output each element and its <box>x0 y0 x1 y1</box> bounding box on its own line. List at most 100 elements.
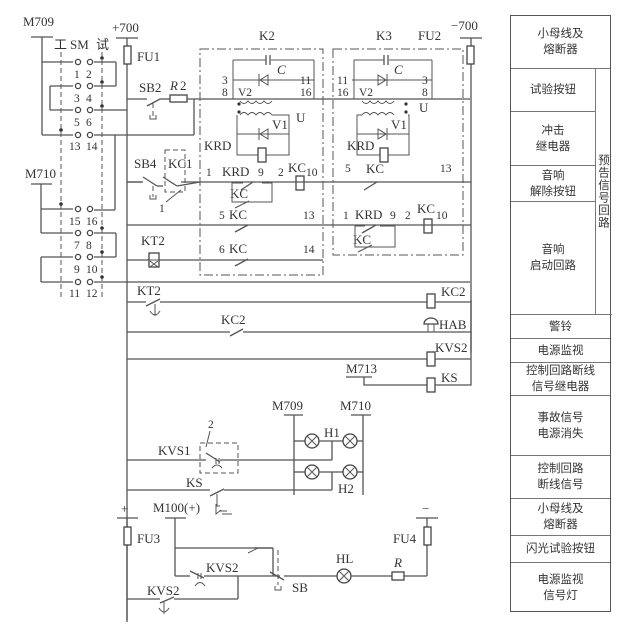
h1-label: H1 <box>324 425 340 440</box>
hl-label: HL <box>336 551 353 566</box>
k2-pin8: 8 <box>222 87 228 99</box>
k2-v1-label: V1 <box>272 117 288 132</box>
k2-r2-p5: 5 <box>219 210 225 222</box>
fuse-fu1: FU1 <box>123 45 160 65</box>
legend-row-power-monitor-lamp: 电源监视 信号灯 <box>537 572 584 602</box>
k3-label: K3 <box>376 28 392 43</box>
ks-contact-label: KS <box>186 475 203 490</box>
sm-terminal <box>74 82 82 90</box>
sm-pos-test: 试 <box>96 37 109 52</box>
k2-r3-p14: 14 <box>303 244 315 256</box>
legend-row-fault-power-loss: 事故信号 电源消失 <box>511 396 610 456</box>
sm-contact-label: 11 <box>69 288 80 300</box>
kvs2-a-label: KVS2 <box>206 560 239 575</box>
bus-label-plus700: +700 <box>112 20 139 35</box>
impulse-relay-k2: K2 C 3 8 V2 11 16 U V1 KRD 1 KRD 9 2 KC … <box>199 28 324 276</box>
fu1-label: FU1 <box>137 49 160 64</box>
k3-pin16: 16 <box>337 87 349 99</box>
sm-terminal <box>86 253 94 261</box>
k2-r3-p6: 6 <box>219 244 225 256</box>
bus-label-minus: − <box>422 501 429 516</box>
bus-label-m709: M709 <box>23 14 54 29</box>
sm-terminal <box>74 106 82 114</box>
sm-contact-label: 14 <box>86 141 98 153</box>
k2-r1-krd: KRD <box>222 164 249 179</box>
k2-r1-kc: KC <box>288 160 306 175</box>
sm-terminal <box>86 58 94 66</box>
k3-u-label: U <box>419 100 429 115</box>
bus-label-plus: + <box>121 501 128 516</box>
sm-contact-label: 8 <box>86 240 92 252</box>
control-circuit-break-signal: M709 M710 H1 H2 KVS1 2 KS <box>127 398 371 512</box>
sm-terminal <box>74 229 82 237</box>
sb4-label: SB4 <box>134 156 157 171</box>
bus-label-m710: M710 <box>25 166 56 181</box>
k3-r2-kc: KC <box>417 201 435 216</box>
k2-r1-kc-sub: KC <box>230 186 248 201</box>
sm-terminal <box>86 205 94 213</box>
sm-terminal <box>86 229 94 237</box>
legend-row-power-monitor: 电源监视 <box>511 339 610 363</box>
k3-r1-p13: 13 <box>440 163 452 175</box>
legend-row-flash-test-button: 闪光试验按钮 <box>511 536 610 563</box>
kc2-coil-label: KC2 <box>441 284 466 299</box>
bus-label-m710b: M710 <box>340 398 371 413</box>
function-legend-table: 小母线及 熔断器 试验按钮 冲击 继电器 音响 解除按钮 音响 启动回路 预告信… <box>510 15 612 612</box>
impulse-relay-k3: K3 C 11 16 V2 3 8 U V1 KRD 5 KC 13 1 KRD… <box>332 28 464 256</box>
legend-row-sound-release-button: 音响 解除按钮 <box>511 166 595 202</box>
kc1-pin: 1 <box>159 203 165 215</box>
h2-label: H2 <box>338 481 354 496</box>
legend-row-small-bus-fuse: 小母线及 熔断器 <box>511 16 610 69</box>
test-button-sb2: SB2 R 2 <box>127 78 470 135</box>
sm-contact-label: 3 <box>74 93 80 105</box>
sm-contact-label: 12 <box>86 288 98 300</box>
sm-contact-label: 13 <box>69 141 81 153</box>
kvs2-b-label: KVS2 <box>147 583 180 598</box>
main-wires <box>127 181 471 261</box>
k3-r2-p9: 9 <box>390 210 396 222</box>
k2-r3-kc: KC <box>229 241 247 256</box>
k2-r1-p1: 1 <box>206 167 212 179</box>
bus-label-m100: M100(+) <box>153 500 200 515</box>
k2-pin3: 3 <box>222 75 228 87</box>
k3-r2-kc-sub: KC <box>353 232 371 247</box>
kc1-label: KC1 <box>168 156 193 171</box>
sm-contact-label: 5 <box>74 117 80 129</box>
k2-label: K2 <box>259 28 275 43</box>
r-label: R <box>393 555 402 570</box>
r2-label: R <box>169 78 178 93</box>
sm-terminal <box>74 253 82 261</box>
sm-label: SM <box>70 37 89 52</box>
r2-num: 2 <box>180 78 187 93</box>
sm-pos-work: 工 <box>54 37 67 52</box>
k2-krd-label: KRD <box>204 138 231 153</box>
legend-row-small-bus-fuse-2: 小母线及 熔断器 <box>511 499 610 536</box>
sm-terminal <box>74 131 82 139</box>
sm-contact-label: 6 <box>86 117 92 129</box>
fu3-label: FU3 <box>137 531 160 546</box>
sm-contact-label: 2 <box>86 69 92 81</box>
kt2-coil-label: KT2 <box>141 233 165 248</box>
fu2-label: FU2 <box>418 28 441 43</box>
sm-contact-label: 1 <box>74 69 80 81</box>
k3-r2-p10: 10 <box>436 210 448 222</box>
k3-c-label: C <box>394 62 403 77</box>
k3-pin3: 3 <box>422 75 428 87</box>
sm-terminal <box>74 278 82 286</box>
bus-label-m709b: M709 <box>272 398 303 413</box>
k2-r2-p13: 13 <box>303 210 315 222</box>
k2-r1-p10: 10 <box>306 167 318 179</box>
legend-row-impulse-relay: 冲击 继电器 <box>511 112 595 166</box>
k2-pin11: 11 <box>300 75 311 87</box>
sm-contact-label: 15 <box>69 216 81 228</box>
hab-label: HAB <box>439 317 467 332</box>
kc2-contact-label: KC2 <box>221 312 246 327</box>
bus-m709: M709 <box>23 14 54 135</box>
k3-krd-label: KRD <box>347 138 374 153</box>
k2-u-label: U <box>296 110 306 125</box>
k3-r2-p1: 1 <box>343 210 349 222</box>
legend-row-alarm-bell: 警铃 <box>511 315 610 339</box>
sm-contact-label: 9 <box>74 264 80 276</box>
alarm-rows: KT2 KC2 KC2 HAB KVS2 M713 KS <box>127 283 472 393</box>
